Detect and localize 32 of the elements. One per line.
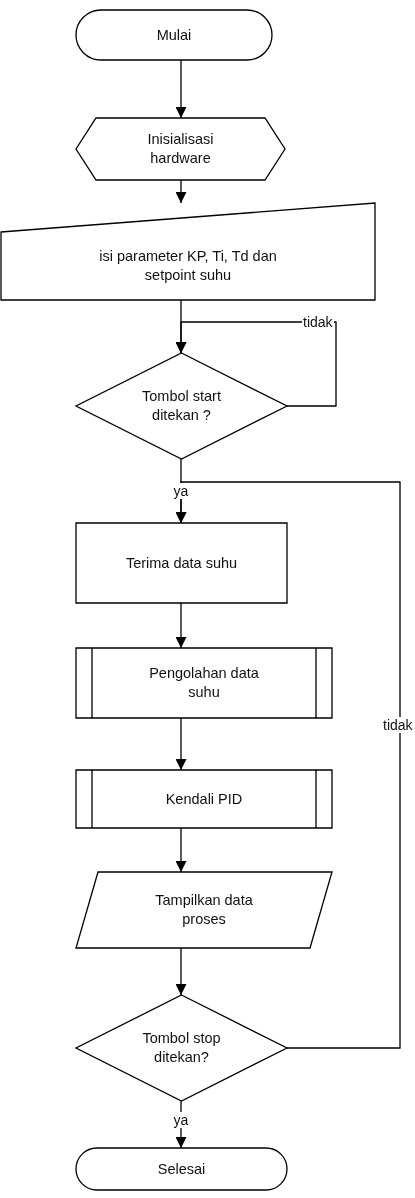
arrow [175,602,187,649]
edge-label: ya [172,1112,190,1128]
node-text: Kendali PID [165,789,243,809]
node-text: Selesai [157,1159,206,1179]
arrow [175,947,187,996]
node-text: Inisialisasi hardware [146,130,215,168]
arrow [175,827,187,873]
node-text: isi parameter KP, Ti, Td dan setpoint suhu [98,247,278,285]
edge-label: tidak [302,314,334,330]
edge-label: ya [172,483,190,499]
start-terminal [76,10,272,60]
manual-input-shape [1,203,375,300]
arrow [175,179,187,204]
process-box [76,523,287,603]
node-text: Tombol start ditekan ? [141,387,222,425]
preparation-hexagon [76,118,285,180]
arrow [175,59,187,119]
node-text: Terima data suhu [125,553,238,573]
subprocess-box [76,648,332,718]
arrow [175,321,337,407]
node-text: Tampilkan data proses [154,891,254,929]
edge-label: tidak [382,717,414,733]
decision-diamond [76,353,287,459]
subprocess-box [76,770,332,828]
end-terminal [76,1148,287,1190]
data-parallelogram [76,872,332,948]
node-text: Mulai [156,25,192,45]
decision-diamond [76,995,287,1101]
arrow [175,717,187,771]
node-text: Tombol stop ditekan? [141,1029,222,1067]
arrow [175,481,401,1049]
node-text: Pengolahan data suhu [148,664,260,702]
